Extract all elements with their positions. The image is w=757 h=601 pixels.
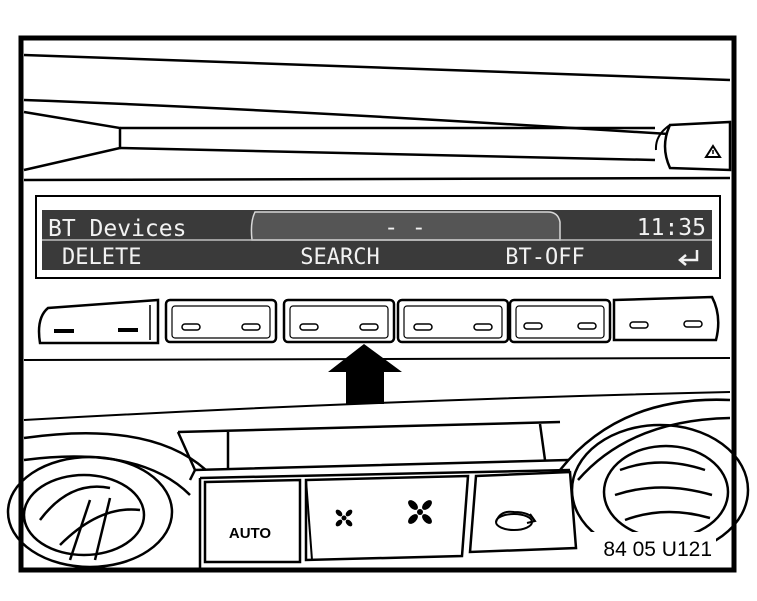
softkey-button-3[interactable] (282, 298, 396, 344)
lcd-display: BT Devices - - 11:35 DELETE SEARCH BT-OF… (42, 210, 712, 270)
return-arrow-icon (678, 250, 699, 266)
recirculation-button[interactable] (468, 470, 578, 554)
climate-console (176, 420, 571, 568)
lcd-center-tab (250, 211, 561, 241)
softkey-button-5[interactable] (508, 298, 612, 344)
softkey-button-2[interactable] (164, 298, 278, 344)
display-clock: 11:35 (637, 215, 706, 241)
softkey-row (37, 295, 720, 345)
display-center-value: - - (384, 215, 426, 241)
hazard-button[interactable] (654, 120, 732, 172)
recirculation-icon (495, 510, 537, 531)
fan-high-icon (408, 500, 432, 524)
softkey-label-search: SEARCH (300, 245, 379, 270)
fan-low-icon (335, 509, 353, 527)
display-title: BT Devices (48, 216, 186, 242)
warning-triangle-icon (704, 144, 722, 158)
auto-button[interactable]: AUTO (203, 478, 302, 564)
softkey-button-6[interactable] (612, 295, 720, 342)
softkey-label-bt-off: BT-OFF (505, 245, 584, 270)
arrow-up-icon (328, 344, 402, 404)
left-air-vent[interactable] (6, 431, 207, 569)
dashboard-top (23, 53, 731, 182)
fan-speed-rocker[interactable] (304, 474, 470, 562)
auto-button-label: AUTO (229, 525, 272, 542)
softkey-button-1[interactable] (37, 298, 160, 345)
softkey-button-4[interactable] (396, 298, 510, 344)
reference-code: 84 05 U121 (603, 538, 712, 561)
softkey-label-delete: DELETE (62, 245, 141, 270)
